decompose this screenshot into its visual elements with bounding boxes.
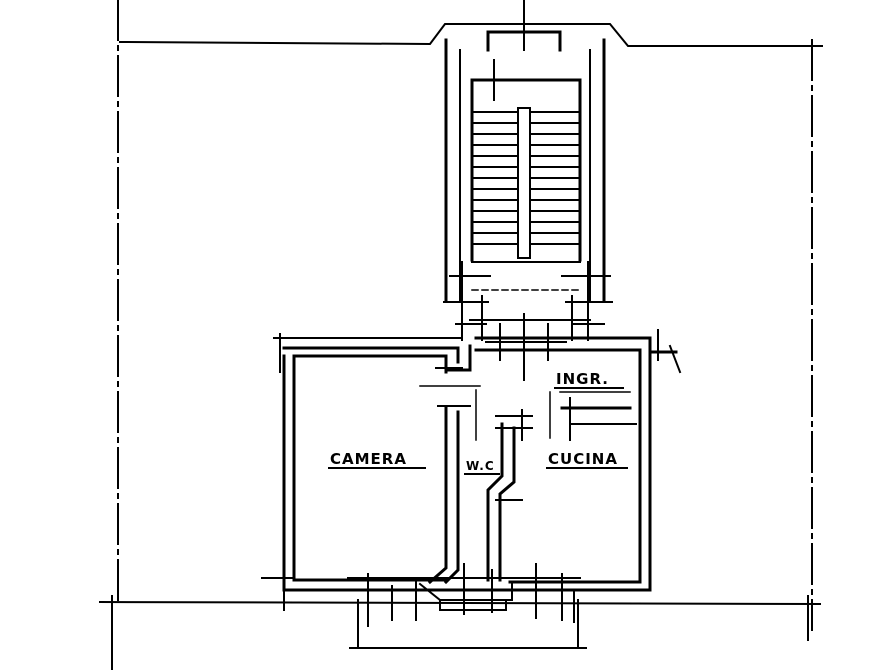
- room-label-wc: W.C: [466, 459, 495, 473]
- boundary-lines: [98, 0, 823, 670]
- stairwell: [444, 0, 606, 321]
- room-label-ingresso: INGR.: [556, 370, 609, 388]
- stair-treads: [473, 111, 579, 245]
- column-marks: [443, 261, 613, 341]
- room-label-camera: CAMERA: [330, 450, 407, 468]
- bottom-balcony: [261, 563, 581, 627]
- entry-marks: [485, 313, 567, 381]
- room-label-cucina: CUCINA: [548, 450, 618, 468]
